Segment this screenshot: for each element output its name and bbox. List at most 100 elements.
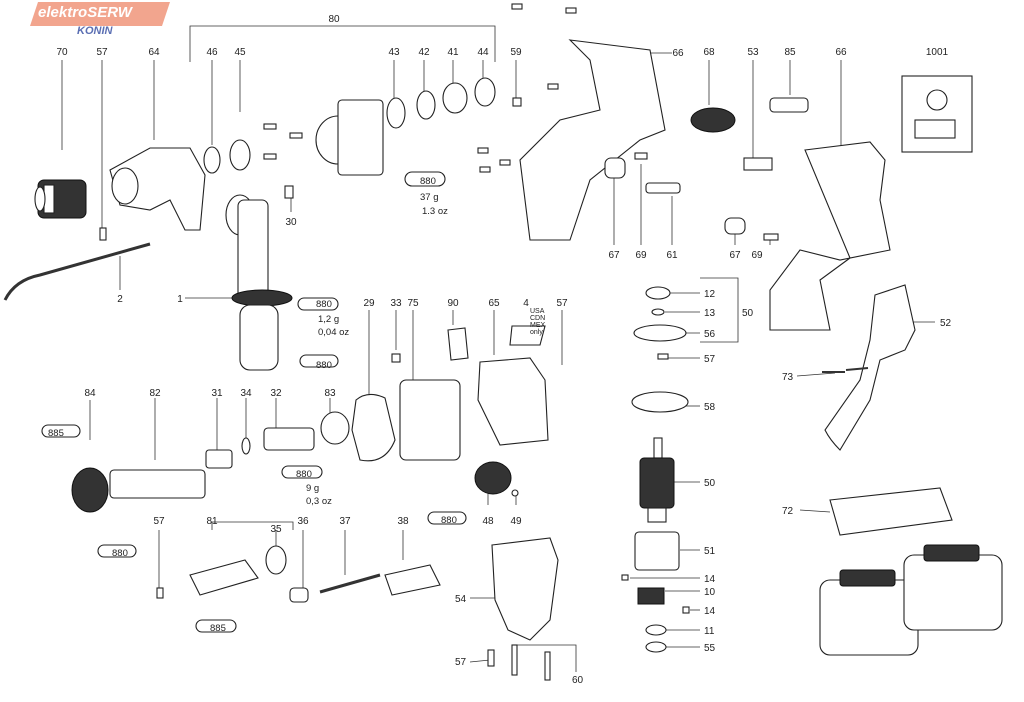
region-usa: USA bbox=[530, 308, 545, 315]
watermark-brand: elektroSERW bbox=[38, 4, 132, 21]
ball-49-part bbox=[511, 489, 519, 497]
label-68: 68 bbox=[703, 47, 715, 58]
armature-50-part bbox=[639, 437, 675, 523]
label-10: 10 bbox=[704, 587, 716, 598]
gear-shaft-81-part bbox=[189, 559, 259, 596]
grease-880-top-weight-oz: 1.3 oz bbox=[422, 206, 448, 217]
slider-53-part bbox=[743, 157, 773, 171]
striker-31-part bbox=[205, 449, 233, 469]
label-12: 12 bbox=[704, 289, 716, 300]
label-85: 85 bbox=[784, 47, 796, 58]
battery-pack-b-part bbox=[903, 554, 1003, 631]
front-housing-part bbox=[109, 147, 206, 231]
label-41: 41 bbox=[447, 47, 459, 58]
depth-rod-part bbox=[3, 242, 151, 301]
grease-880-shaft-weight-g: 9 g bbox=[306, 483, 319, 494]
label-33: 33 bbox=[390, 298, 402, 309]
grease-tube-icon bbox=[297, 297, 339, 311]
drill-chuck-part bbox=[34, 179, 87, 219]
grease-880-top: 880 bbox=[420, 176, 436, 187]
label-90: 90 bbox=[447, 298, 459, 309]
label-58: 58 bbox=[704, 402, 716, 413]
label-82: 82 bbox=[149, 388, 161, 399]
spindle-82-part bbox=[109, 469, 206, 499]
grease-tube-icon bbox=[41, 424, 81, 438]
gasket-29-part bbox=[351, 393, 396, 462]
grease-880-shaft-weight-oz: 0,3 oz bbox=[306, 496, 332, 507]
rod-37-part bbox=[319, 573, 381, 594]
label-54: 54 bbox=[455, 594, 467, 605]
bearing-11-part bbox=[645, 624, 667, 636]
screw-set-part bbox=[263, 3, 577, 199]
bearing-12-part bbox=[645, 286, 671, 300]
label-29: 29 bbox=[363, 298, 375, 309]
label-14: 14 bbox=[704, 574, 716, 585]
gear-housing-75-part bbox=[399, 379, 461, 461]
magnet-51-part bbox=[634, 531, 680, 571]
label-72: 72 bbox=[782, 506, 794, 517]
label-1001: 1001 bbox=[926, 47, 949, 58]
label-13: 13 bbox=[704, 308, 716, 319]
battery-connector-72-part bbox=[829, 487, 953, 536]
label-67: 67 bbox=[608, 250, 620, 261]
label-38: 38 bbox=[397, 516, 409, 527]
flange-58-part bbox=[631, 391, 689, 413]
battery-pack-a-part bbox=[819, 579, 919, 656]
label-69: 69 bbox=[751, 250, 763, 261]
label-57: 57 bbox=[455, 657, 467, 668]
grease-880-left: 880 bbox=[112, 548, 128, 559]
grease-tube-icon bbox=[427, 511, 467, 525]
grease-tube-icon bbox=[281, 465, 323, 479]
region-mex: MEX bbox=[530, 322, 546, 329]
sleeve-67b-part bbox=[724, 217, 746, 235]
washer-13-part bbox=[651, 308, 665, 316]
label-84: 84 bbox=[84, 388, 96, 399]
part-number-labels: 80 70 57 64 46 45 43 42 41 44 59 66 68 5… bbox=[56, 14, 951, 686]
circlip-44-part bbox=[474, 77, 496, 107]
label-4: 4 bbox=[523, 298, 529, 309]
label-1001-part bbox=[901, 75, 973, 153]
housing-half-left-part bbox=[519, 39, 666, 241]
label-57: 57 bbox=[556, 298, 568, 309]
label-36: 36 bbox=[297, 516, 309, 527]
grease-tube-icon bbox=[97, 544, 137, 558]
label-75: 75 bbox=[407, 298, 419, 309]
sleeve-67a-part bbox=[604, 157, 626, 179]
pin-69b-part bbox=[763, 233, 779, 241]
watermark-logo bbox=[30, 2, 170, 40]
plate-90-part bbox=[447, 327, 469, 361]
label-80: 80 bbox=[328, 14, 340, 25]
label-46: 46 bbox=[206, 47, 218, 58]
ring-42-part bbox=[416, 90, 436, 120]
brush-holder-10-part bbox=[637, 587, 665, 605]
label-66: 66 bbox=[835, 47, 847, 58]
label-50: 50 bbox=[742, 308, 754, 319]
screw-part bbox=[99, 227, 107, 241]
sticker-4-part bbox=[509, 325, 546, 346]
region-only: only bbox=[530, 329, 543, 336]
label-30: 30 bbox=[285, 217, 297, 228]
label-57: 57 bbox=[153, 516, 165, 527]
label-37: 37 bbox=[339, 516, 351, 527]
grease-885-bottom: 885 bbox=[210, 623, 226, 634]
grease-880-knob: 880 bbox=[441, 515, 457, 526]
part-drawings bbox=[3, 3, 1003, 681]
label-66: 66 bbox=[672, 48, 684, 59]
motor-housing-54-part bbox=[491, 537, 559, 641]
ring-46-part bbox=[203, 146, 221, 174]
label-34: 34 bbox=[240, 388, 252, 399]
label-49: 49 bbox=[510, 516, 522, 527]
label-44: 44 bbox=[477, 47, 489, 58]
label-60: 60 bbox=[572, 675, 584, 686]
label-2: 2 bbox=[117, 294, 123, 305]
label-48: 48 bbox=[482, 516, 494, 527]
watermark-banner bbox=[30, 2, 170, 26]
region-cdn: CDN bbox=[530, 315, 545, 322]
pin-69a-part bbox=[634, 152, 648, 160]
grease-880-shaft: 880 bbox=[296, 469, 312, 480]
grease-880-mid2: 880 bbox=[316, 360, 332, 371]
label-1: 1 bbox=[177, 294, 183, 305]
label-52: 52 bbox=[940, 318, 952, 329]
grease-tube-icon bbox=[299, 354, 339, 368]
